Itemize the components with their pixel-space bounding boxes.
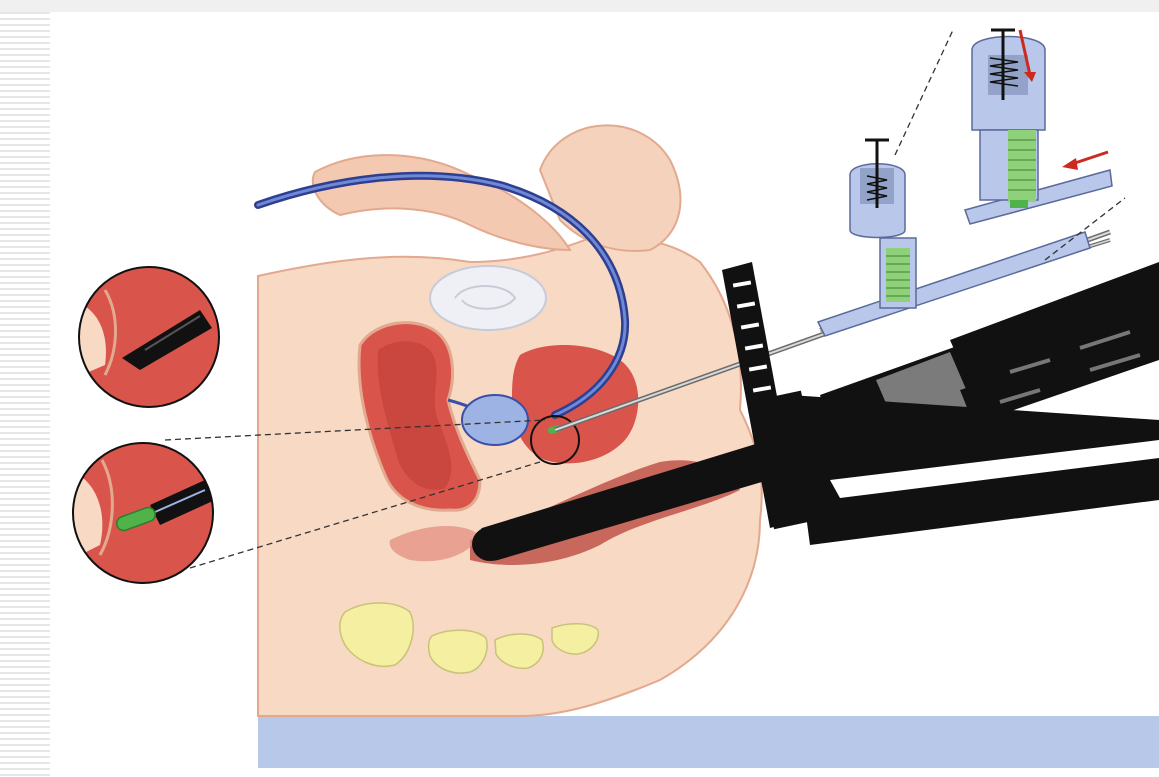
bladder	[430, 266, 546, 330]
pubic-bone	[313, 155, 570, 250]
catheter-balloon	[462, 395, 528, 445]
needle-seed-release-icon	[70, 443, 215, 583]
arrow-left-icon	[1062, 152, 1108, 170]
top-border	[0, 0, 1159, 12]
needle-tip-icon	[70, 267, 219, 407]
left-margin-stripes	[0, 0, 50, 777]
table-surface	[258, 716, 1159, 768]
seed-applicator-upper	[965, 30, 1112, 224]
buttock-fold	[540, 125, 680, 251]
